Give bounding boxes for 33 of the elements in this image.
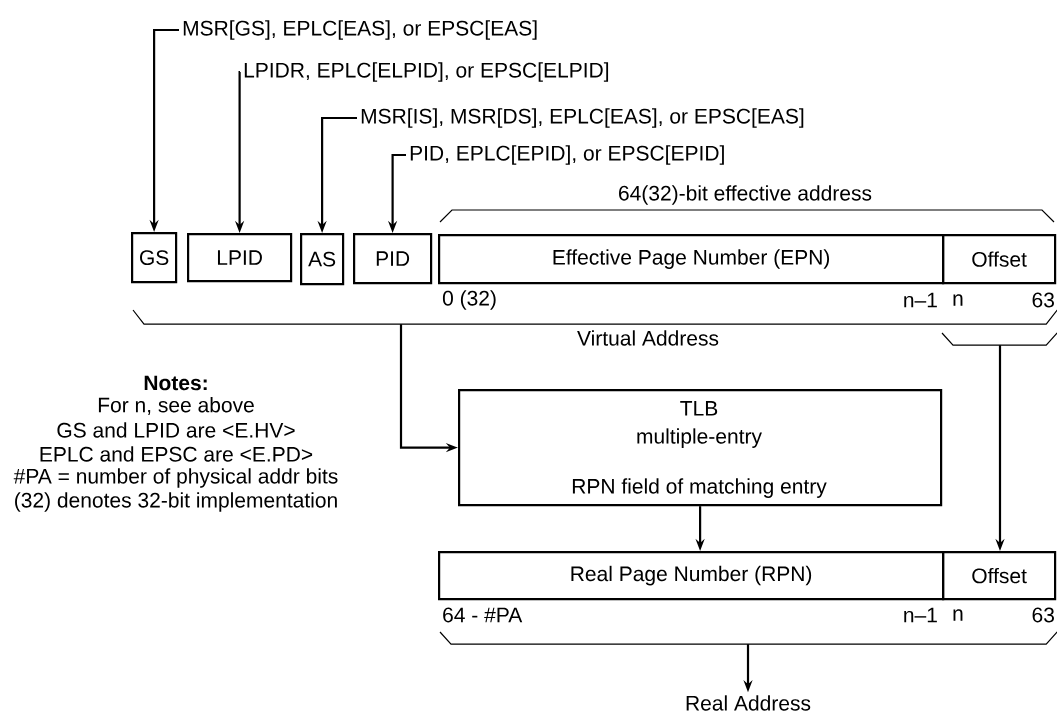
address-label: Real Address bbox=[686, 695, 811, 711]
register-label: LPIDR, EPLC[ELPID], or EPSC[ELPID] bbox=[244, 62, 609, 82]
register-label: MSR[IS], MSR[DS], EPLC[EAS], or EPSC[EAS] bbox=[361, 108, 804, 128]
field-box: Offset bbox=[942, 551, 1057, 601]
bit-number: n–1 bbox=[904, 292, 937, 308]
note-text: #PA = number of physical addr bits bbox=[13, 468, 338, 488]
bit-number: 0 (32) bbox=[442, 290, 496, 310]
brace bbox=[132, 309, 1057, 325]
note-text: EPLC and EPSC are <E.PD> bbox=[40, 446, 313, 462]
brace-label: Virtual Address bbox=[577, 330, 719, 346]
bit-number: 64 - #PA bbox=[443, 607, 523, 623]
register-label: MSR[GS], EPLC[EAS], or EPSC[EAS] bbox=[183, 20, 537, 40]
register-label: PID, EPLC[EPID], or EPSC[EPID] bbox=[410, 145, 724, 165]
brace bbox=[941, 332, 1057, 346]
note-heading: Notes: bbox=[144, 375, 207, 391]
bit-number: 63 bbox=[1032, 292, 1054, 308]
tlb-box: TLB multiple-entry RPN field of matching entry bbox=[458, 389, 943, 507]
bit-number: n–1 bbox=[904, 607, 937, 623]
bit-number: n bbox=[953, 294, 963, 306]
field-box: LPID bbox=[187, 233, 293, 283]
note-text: GS and LPID are <E.HV> bbox=[57, 422, 295, 438]
field-box: AS bbox=[300, 233, 345, 286]
brace bbox=[439, 631, 1057, 645]
bit-number: n bbox=[953, 609, 963, 621]
bit-number: 63 bbox=[1032, 607, 1054, 623]
field-box: GS bbox=[131, 232, 178, 284]
field-box: Offset bbox=[942, 234, 1057, 285]
note-text: (32) denotes 32-bit implementation bbox=[15, 492, 337, 512]
brace-label: 64(32)-bit effective address bbox=[619, 185, 872, 205]
field-box: Real Page Number (RPN) bbox=[438, 551, 945, 601]
field-box: PID bbox=[353, 233, 433, 285]
field-box: Effective Page Number (EPN) bbox=[438, 234, 945, 285]
note-text: For n, see above bbox=[98, 397, 254, 415]
